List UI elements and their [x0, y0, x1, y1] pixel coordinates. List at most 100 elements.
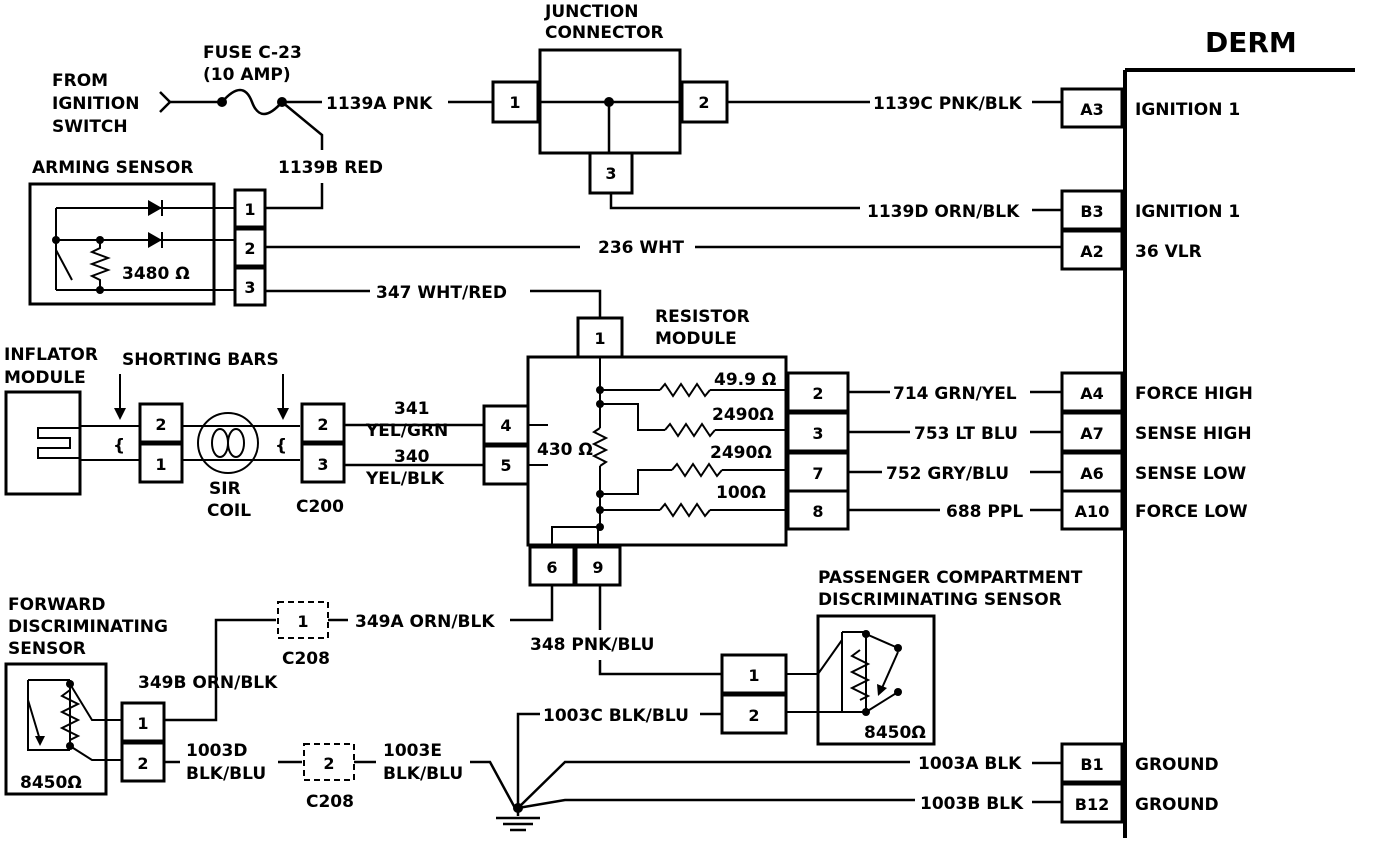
- resistor-module-label-line2: MODULE: [655, 329, 737, 349]
- arrow-down-icon: [277, 408, 289, 420]
- wire-349b-label: 349B ORN/BLK: [138, 673, 278, 693]
- arming-pin-3: 3: [244, 278, 255, 297]
- forward-sensor-resistance: 8450Ω: [20, 773, 82, 793]
- wire-753-label: 753 LT BLU: [914, 424, 1018, 444]
- resistor-2490-a: 2490Ω: [712, 405, 774, 425]
- passenger-sensor-label-line1: PASSENGER COMPARTMENT: [818, 568, 1083, 588]
- derm-function-sense-high: SENSE HIGH: [1135, 424, 1252, 444]
- connector-c208: 1 C208 349A ORN/BLK 2 C208 1003E BLK/BLU: [277, 585, 554, 812]
- resistor-module-pin-8: 8: [812, 502, 823, 521]
- forward-sensor-label-line2: DISCRIMINATING: [8, 617, 168, 637]
- resistor-module-pin-5: 5: [500, 456, 511, 475]
- resistor-icon: [671, 462, 723, 478]
- wire-349a-label: 349A ORN/BLK: [355, 612, 495, 632]
- diode-icon: [148, 232, 162, 248]
- source-label-switch: SWITCH: [52, 117, 128, 137]
- resistor-icon: [89, 240, 111, 290]
- wire-714-label: 714 GRN/YEL: [893, 384, 1017, 404]
- resistor-icon: [849, 649, 871, 701]
- junction-pin-1: 1: [509, 93, 520, 112]
- derm-function-force-low: FORCE LOW: [1135, 502, 1248, 522]
- resistor-module-pin-2: 2: [812, 384, 823, 403]
- squib-icon: [37, 427, 80, 459]
- arming-sensor-label: ARMING SENSOR: [32, 158, 193, 178]
- resistor-icon: [659, 382, 711, 398]
- coil-icon: [197, 412, 259, 474]
- derm-function-ignition-1: IGNITION 1: [1135, 100, 1240, 120]
- source-arrow-icon: [159, 91, 172, 113]
- arrow-down-icon: [114, 408, 126, 420]
- arming-pin-1: 1: [244, 200, 255, 219]
- wire-1139d-label: 1139D ORN/BLK: [867, 202, 1020, 222]
- sir-coil: SIR COIL {: [182, 412, 300, 521]
- ignition-source: FROM IGNITION SWITCH: [52, 71, 220, 137]
- junction-connector: JUNCTION CONNECTOR 1 2 3 1139C PNK/BLK 1…: [491, 2, 1062, 222]
- derm-pin-b3: B3: [1080, 202, 1103, 221]
- source-label-from: FROM: [52, 71, 108, 91]
- junction-label-line2: CONNECTOR: [545, 23, 664, 43]
- resistor-module-pin-3: 3: [812, 424, 823, 443]
- resistor-icon: [664, 422, 716, 438]
- inflator-label-line1: INFLATOR: [4, 345, 98, 365]
- resistor-module-pin-9: 9: [592, 558, 603, 577]
- wire-1139a-label: 1139A PNK: [326, 94, 433, 114]
- derm-function-force-high: FORCE HIGH: [1135, 384, 1253, 404]
- junction-pin-2: 2: [698, 93, 709, 112]
- connector-c200: 2 3 C200 341 YEL/GRN 340 YEL/BLK: [296, 396, 484, 517]
- arming-sensor: ARMING SENSOR 1 2 3 3480 Ω 236 WHT 347 W…: [28, 158, 1062, 318]
- derm-function-sense-low: SENSE LOW: [1135, 464, 1247, 484]
- inflator-pin-1: 1: [155, 455, 166, 474]
- c200-label: C200: [296, 497, 344, 517]
- resistor-icon: [59, 689, 81, 741]
- derm-pin-b1: B1: [1080, 755, 1103, 774]
- wire-1003b-label: 1003B BLK: [920, 794, 1024, 814]
- forward-sensor-label-line3: SENSOR: [8, 639, 86, 659]
- passenger-sensor-resistance: 8450Ω: [864, 723, 926, 743]
- wire-341-color: YEL/GRN: [365, 421, 448, 441]
- derm-module: DERM A3 IGNITION 1 B3 IGNITION 1 A2 36 V…: [1060, 26, 1355, 838]
- fuse-rating: (10 AMP): [203, 65, 291, 85]
- forward-sensor-label-line1: FORWARD: [8, 595, 106, 615]
- resistor-49-9: 49.9 Ω: [714, 370, 776, 390]
- resistor-100: 100Ω: [716, 483, 766, 503]
- derm-function-36-vlr: 36 VLR: [1135, 242, 1202, 262]
- shorting-bar-bracket-icon: {: [275, 436, 287, 456]
- passenger-discriminating-sensor: PASSENGER COMPARTMENT DISCRIMINATING SEN…: [516, 568, 1083, 808]
- fuse-icon: [221, 88, 283, 116]
- derm-pin-a2: A2: [1080, 242, 1104, 261]
- wire-347-label: 347 WHT/RED: [376, 283, 507, 303]
- derm-pin-a4: A4: [1080, 384, 1104, 403]
- wire-688-label: 688 PPL: [946, 502, 1023, 522]
- switch-contact-icon: [881, 651, 899, 689]
- source-label-ignition: IGNITION: [52, 94, 139, 114]
- wire-340-color: YEL/BLK: [365, 469, 445, 489]
- c200-pin-3: 3: [317, 455, 328, 474]
- wire-1003d-number: 1003D: [186, 741, 247, 761]
- forward-sensor-pin-1: 1: [137, 714, 148, 733]
- fuse-label: FUSE C-23: [203, 43, 302, 63]
- resistor-module-pin-4: 4: [500, 416, 511, 435]
- wire-1003d-color: BLK/BLU: [186, 764, 266, 784]
- inflator-label-line2: MODULE: [4, 368, 86, 388]
- passenger-sensor-label-line2: DISCRIMINATING SENSOR: [818, 590, 1062, 610]
- resistor-icon: [659, 502, 711, 518]
- resistor-module-pin-6: 6: [546, 558, 557, 577]
- chassis-ground: 1003A BLK 1003B BLK: [496, 754, 1062, 832]
- resistor-module: RESISTOR MODULE 1 4 5 2 3 7 8 6 9 430 Ω: [482, 307, 1062, 587]
- ground-icon: [496, 808, 540, 832]
- derm-pin-a3: A3: [1080, 100, 1104, 119]
- c208-label-upper: C208: [282, 649, 330, 669]
- inflator-module: INFLATOR MODULE SHORTING BARS { 2 1: [4, 345, 289, 496]
- resistor-module-pin-1: 1: [594, 329, 605, 348]
- junction-pin-3: 3: [605, 164, 616, 183]
- resistor-2490-b: 2490Ω: [710, 443, 772, 463]
- passenger-sensor-pin-2: 2: [748, 706, 759, 725]
- passenger-sensor-pin-1: 1: [748, 666, 759, 685]
- wire-1003c-label: 1003C BLK/BLU: [543, 706, 689, 726]
- derm-function-ground-b: GROUND: [1135, 795, 1219, 815]
- wire-752-label: 752 GRY/BLU: [886, 464, 1009, 484]
- derm-pin-a6: A6: [1080, 464, 1104, 483]
- c208-pin-2: 2: [323, 754, 334, 773]
- derm-function-ground: GROUND: [1135, 755, 1219, 775]
- diode-icon: [148, 200, 162, 216]
